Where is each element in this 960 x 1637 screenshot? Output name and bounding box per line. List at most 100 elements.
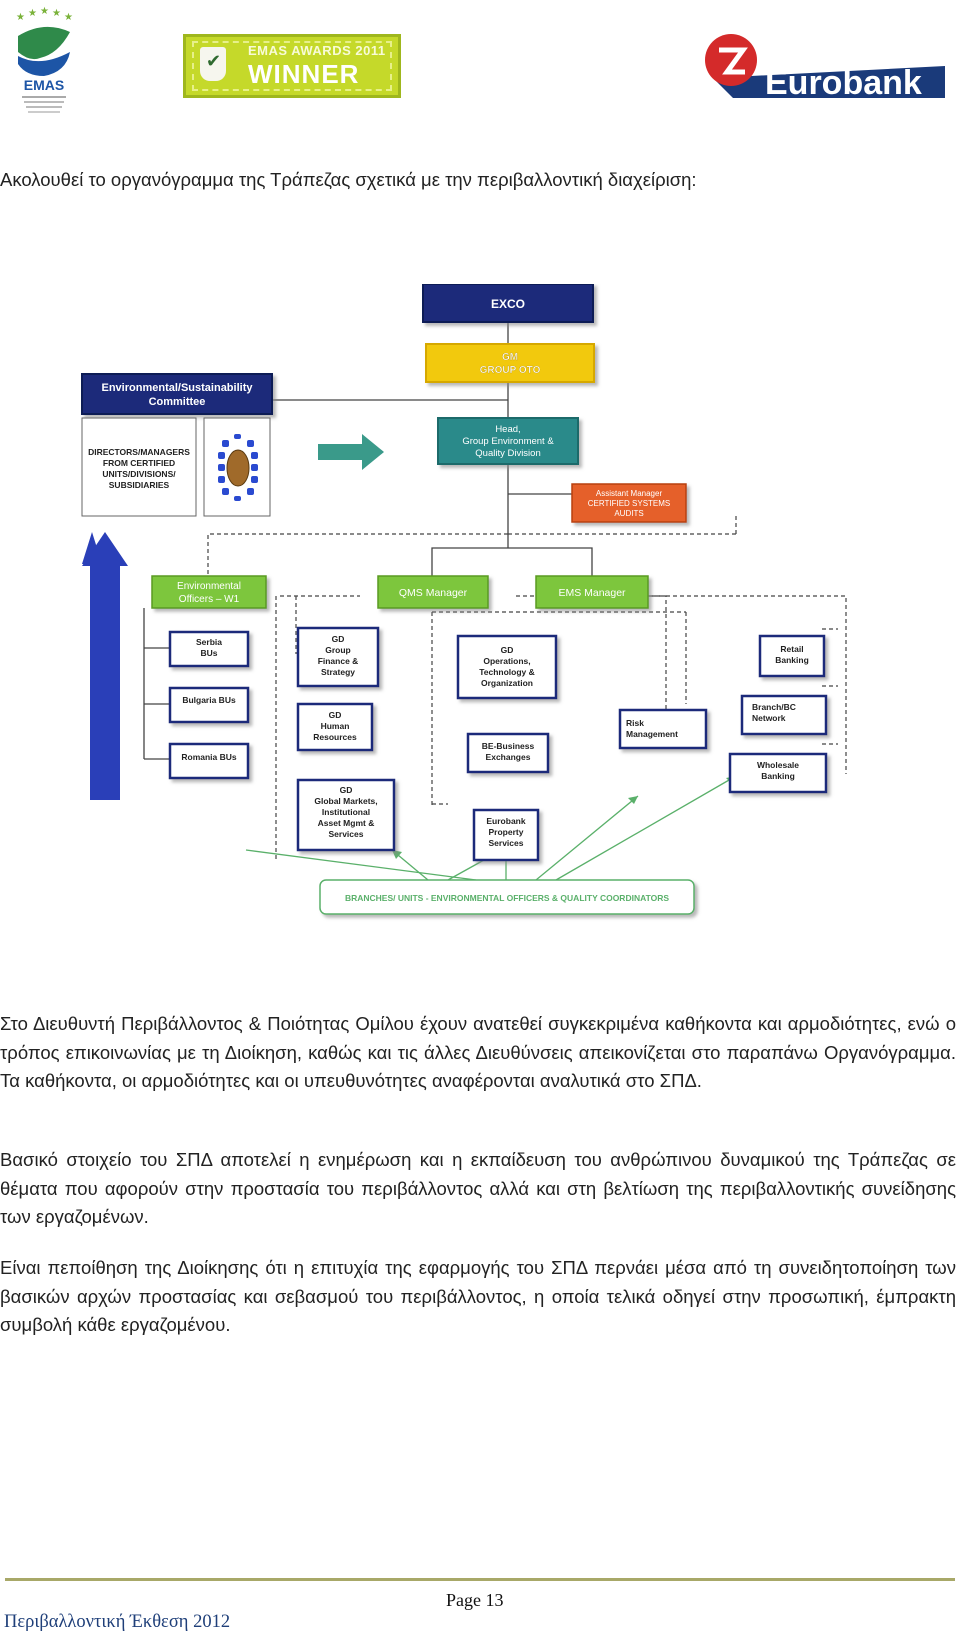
assistant-manager-box <box>571 483 687 523</box>
svg-text:EMAS: EMAS <box>24 77 64 93</box>
gm-line1: GM <box>502 352 518 363</box>
exco-box <box>422 283 594 323</box>
branches-bar-label: BRANCHES/ UNITS - ENVIRONMENTAL OFFICERS… <box>345 893 669 903</box>
wholesale-line1: Wholesale <box>757 760 799 770</box>
report-title: Περιβαλλοντική Έκθεση 2012 <box>4 1612 231 1632</box>
committee-line1: Environmental/Sustainability <box>102 382 254 394</box>
gd-global-line3: Institutional <box>322 807 370 817</box>
wholesale-line2: Banking <box>761 771 795 781</box>
award-shield-icon <box>200 47 226 81</box>
wholesale-box <box>728 752 828 794</box>
exco-label: EXCO <box>491 297 525 311</box>
ems-label: EMS Manager <box>558 587 626 599</box>
qms-manager-box <box>377 575 489 609</box>
page-number: Page 13 <box>446 1590 504 1610</box>
directors-line2: FROM CERTIFIED <box>103 458 175 468</box>
paragraph-2: Βασικό στοιχείο του ΣΠΔ αποτελεί η ενημέ… <box>0 1149 956 1227</box>
emas-logo: ★ ★ ★ ★ ★ EMAS <box>10 6 78 124</box>
retail-line2: Banking <box>775 655 809 665</box>
emas-award-badge: ✔ EMAS AWARDS 2011 WINNER <box>183 34 401 98</box>
risk-line2: Management <box>626 729 678 739</box>
paragraph-3: Είναι πεποίθηση της Διοίκησης ότι η επιτ… <box>0 1257 956 1335</box>
bulgaria-label: Bulgaria BUs <box>182 695 236 705</box>
serbia-box <box>168 630 250 668</box>
head-line1: Head, <box>495 424 520 435</box>
svg-text:Eurobank: Eurobank <box>765 64 922 102</box>
head-line3: Quality Division <box>475 448 540 459</box>
directors-line4: SUBSIDIARIES <box>109 480 170 490</box>
gd-hr-line3: Resources <box>313 732 357 742</box>
gd-finance-line3: Finance & <box>318 656 359 666</box>
directors-line3: UNITS/DIVISIONS/ <box>102 469 176 479</box>
gd-global-line2: Global Markets, <box>314 796 377 806</box>
gd-global-line5: Services <box>329 829 364 839</box>
gd-finance-line4: Strategy <box>321 667 355 677</box>
serbia-line2: BUs <box>200 648 217 658</box>
gd-ops-box <box>456 634 558 700</box>
bulgaria-box <box>168 686 250 724</box>
gd-hr-box <box>296 702 374 752</box>
asst-line2: CERTIFIED SYSTEMS <box>588 499 671 508</box>
gd-finance-box <box>296 626 380 688</box>
svg-text:★: ★ <box>40 6 49 17</box>
property-line1: Eurobank <box>486 816 525 826</box>
risk-line1: Risk <box>626 718 644 728</box>
property-box <box>472 808 540 862</box>
svg-text:★: ★ <box>64 12 73 23</box>
gm-box <box>425 343 595 383</box>
paragraph-1: Στο Διευθυντή Περιβάλλοντος & Ποιότητας … <box>0 1013 956 1091</box>
ems-manager-box <box>535 575 649 609</box>
org-chart: EXCO GM GROUP OTO Environmental/Sustaina… <box>76 283 906 984</box>
retail-box <box>758 634 826 678</box>
svg-text:★: ★ <box>28 8 37 19</box>
asst-line1: Assistant Manager <box>596 489 663 498</box>
right-arrow-icon <box>318 434 384 470</box>
eurobank-logo: Eurobank <box>703 28 955 104</box>
env-officers-line2: Officers – W1 <box>179 594 240 605</box>
gd-ops-line3: Technology & <box>479 667 535 677</box>
directors-line1: DIRECTORS/MANAGERS <box>88 447 190 457</box>
asst-line3: AUDITS <box>614 509 643 518</box>
be-box <box>466 732 550 774</box>
qms-label: QMS Manager <box>399 587 468 599</box>
gm-line2: GROUP OTO <box>480 365 541 376</box>
footer-divider <box>5 1578 955 1581</box>
gd-hr-line1: GD <box>329 710 342 720</box>
branch-line2: Network <box>752 713 786 723</box>
gd-finance-line1: GD <box>332 634 345 644</box>
gd-hr-line2: Human <box>321 721 350 731</box>
meeting-table-icon <box>203 417 271 517</box>
committee-box <box>81 373 273 415</box>
svg-text:★: ★ <box>52 8 61 19</box>
env-officers-line1: Environmental <box>177 581 241 592</box>
intro-text: Ακολουθεί το οργανόγραμμα της Τράπεζας σ… <box>0 169 697 190</box>
gd-ops-line2: Operations, <box>483 656 530 666</box>
gd-ops-line4: Organization <box>481 678 533 688</box>
head-line2: Group Environment & <box>462 436 554 447</box>
check-icon: ✔ <box>206 51 222 71</box>
branch-line1: Branch/BC <box>752 702 796 712</box>
risk-box <box>618 708 708 750</box>
be-line2: Exchanges <box>486 752 531 762</box>
committee-line2: Committee <box>149 396 206 408</box>
env-officers-box <box>151 575 267 609</box>
award-line1: EMAS AWARDS 2011 <box>248 43 386 58</box>
svg-text:★: ★ <box>16 12 25 23</box>
romania-box <box>168 742 250 780</box>
branch-box <box>740 694 828 736</box>
be-line1: BE-Business <box>482 741 535 751</box>
head-box <box>437 417 579 465</box>
gd-global-box <box>296 778 396 852</box>
romania-label: Romania BUs <box>181 752 237 762</box>
serbia-line1: Serbia <box>196 637 222 647</box>
gd-finance-line2: Group <box>325 645 351 655</box>
branches-bar <box>319 879 695 915</box>
property-line3: Services <box>489 838 524 848</box>
property-line2: Property <box>489 827 524 837</box>
gd-global-line1: GD <box>340 785 353 795</box>
gd-global-line4: Asset Mgmt & <box>318 818 375 828</box>
directors-box <box>81 417 197 517</box>
retail-line1: Retail <box>780 644 803 654</box>
gd-ops-line1: GD <box>501 645 514 655</box>
award-line2: WINNER <box>248 59 360 89</box>
